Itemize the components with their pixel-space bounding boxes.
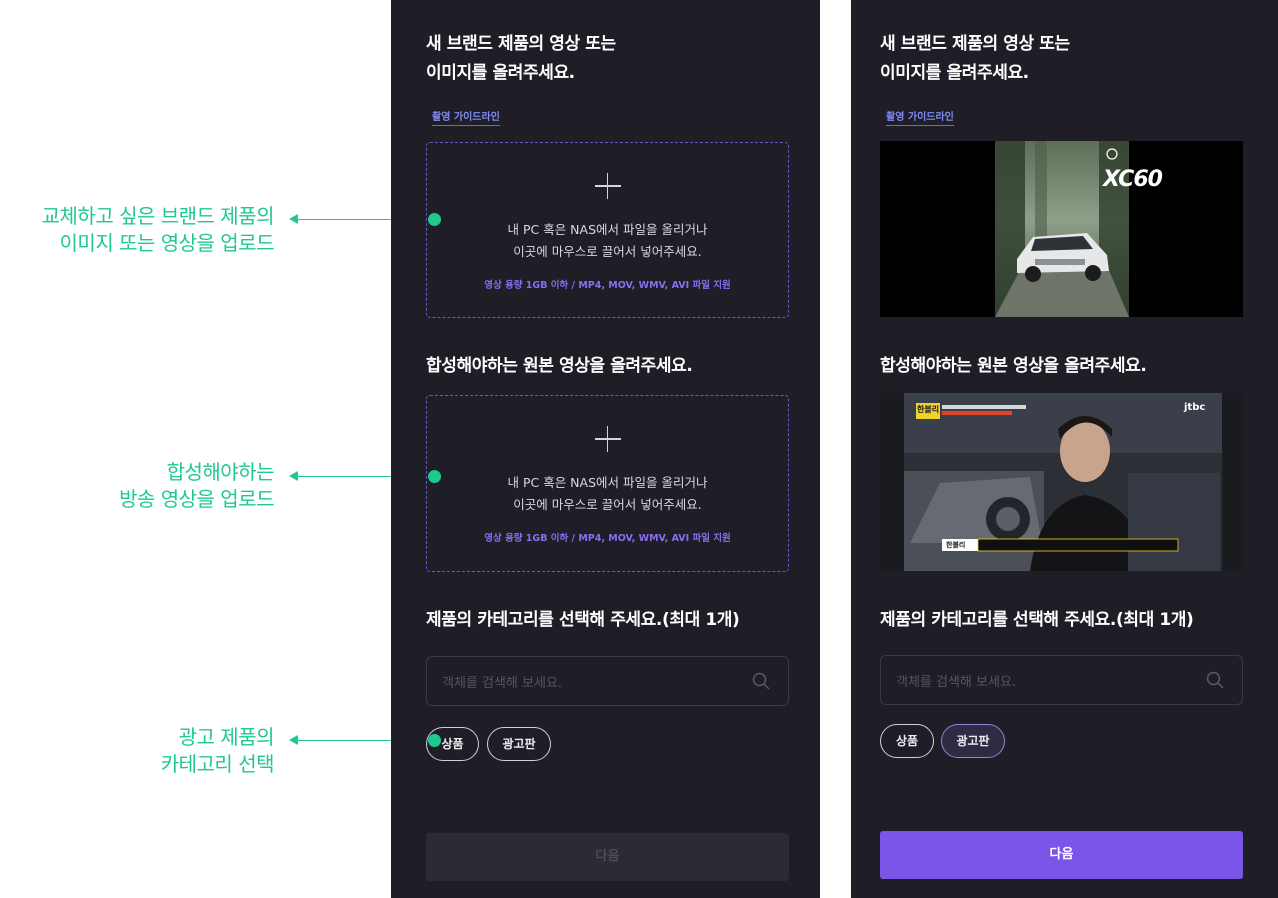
category-chip-product[interactable]: 상품: [426, 727, 479, 761]
next-button[interactable]: 다음: [426, 833, 789, 881]
car-model-overlay: XC60: [1103, 167, 1163, 192]
category-section-title: 제품의 카테고리를 선택해 주세요.(최대 1개): [880, 610, 1194, 630]
title-line: 이미지를 올려주세요.: [880, 63, 1029, 83]
search-placeholder: 객체를 검색해 보세요.: [896, 675, 1017, 690]
category-search-input[interactable]: 객체를 검색해 보세요.: [880, 655, 1243, 705]
arrow-left-icon: [289, 471, 298, 481]
annotation-line: 방송 영상을 업로드: [119, 487, 274, 511]
search-icon[interactable]: [1206, 671, 1224, 689]
annotation-category: 광고 제품의 카테고리 선택: [0, 724, 275, 778]
arrow-left-icon: [289, 214, 298, 224]
source-upload-dropzone[interactable]: 내 PC 혹은 NAS에서 파일을 올리거나 이곳에 마우스로 끌어서 넣어주세…: [426, 395, 789, 572]
upload-panel-filled: 새 브랜드 제품의 영상 또는 이미지를 올려주세요. 촬영 가이드라인: [851, 0, 1278, 898]
broadcast-show-logo: 한블리: [917, 405, 940, 414]
guideline-link[interactable]: 촬영 가이드라인: [432, 108, 500, 126]
annotation-line: 카테고리 선택: [160, 752, 275, 776]
category-chip-product[interactable]: 상품: [880, 724, 934, 758]
search-icon[interactable]: [752, 672, 770, 690]
category-section-title: 제품의 카테고리를 선택해 주세요.(최대 1개): [426, 610, 740, 630]
plus-icon: [594, 426, 621, 452]
annotation-source-upload: 합성해야하는 방송 영상을 업로드: [0, 459, 274, 513]
guideline-link[interactable]: 촬영 가이드라인: [886, 108, 954, 126]
connector-line: [296, 219, 436, 220]
upload-instruction: 이곳에 마우스로 끌어서 넣어주세요.: [513, 497, 702, 512]
plus-icon: [594, 173, 621, 199]
source-media-preview[interactable]: 한블리 jtbc 한블리: [880, 393, 1243, 571]
brand-upload-dropzone[interactable]: 내 PC 혹은 NAS에서 파일을 올리거나 이곳에 마우스로 끌어서 넣어주세…: [426, 142, 789, 318]
category-chip-billboard-selected[interactable]: 광고판: [941, 724, 1005, 758]
connector-dot: [428, 734, 441, 747]
upload-spec: 영상 용량 1GB 이하 / MP4, MOV, WMV, AVI 파일 지원: [484, 280, 731, 291]
connector-dot: [428, 213, 441, 226]
title-line: 이미지를 올려주세요.: [426, 63, 575, 83]
car-image: [995, 141, 1129, 317]
annotation-line: 이미지 또는 영상을 업로드: [59, 231, 275, 255]
category-chip-billboard[interactable]: 광고판: [487, 727, 551, 761]
category-search-input[interactable]: 객체를 검색해 보세요.: [426, 656, 789, 706]
broadcast-frame-image: [880, 393, 1243, 571]
upload-instruction: 내 PC 혹은 NAS에서 파일을 올리거나: [507, 475, 708, 490]
upload-panel-empty: 새 브랜드 제품의 영상 또는 이미지를 올려주세요. 촬영 가이드라인 내 P…: [391, 0, 820, 898]
annotation-line: 교체하고 싶은 브랜드 제품의: [41, 204, 275, 228]
upload-spec: 영상 용량 1GB 이하 / MP4, MOV, WMV, AVI 파일 지원: [484, 533, 731, 544]
arrow-left-icon: [289, 735, 298, 745]
search-placeholder: 객체를 검색해 보세요.: [442, 676, 563, 691]
brand-section-title: 새 브랜드 제품의 영상 또는 이미지를 올려주세요.: [880, 30, 1070, 88]
title-line: 새 브랜드 제품의 영상 또는: [880, 34, 1070, 54]
upload-instruction: 내 PC 혹은 NAS에서 파일을 올리거나: [507, 222, 708, 237]
brand-section-title: 새 브랜드 제품의 영상 또는 이미지를 올려주세요.: [426, 30, 616, 88]
next-button[interactable]: 다음: [880, 831, 1243, 879]
brand-media-preview[interactable]: XC60: [880, 141, 1243, 317]
annotation-line: 합성해야하는: [166, 460, 275, 484]
connector-line: [296, 476, 436, 477]
connector-line: [296, 740, 434, 741]
connector-dot: [428, 470, 441, 483]
broadcast-channel-logo: jtbc: [1184, 402, 1206, 413]
annotation-brand-upload: 교체하고 싶은 브랜드 제품의 이미지 또는 영상을 업로드: [0, 203, 275, 257]
broadcast-caption: 한블리: [946, 541, 966, 549]
upload-instruction: 이곳에 마우스로 끌어서 넣어주세요.: [513, 244, 702, 259]
source-section-title: 합성해야하는 원본 영상을 올려주세요.: [880, 356, 1147, 376]
annotation-line: 광고 제품의: [178, 725, 275, 749]
title-line: 새 브랜드 제품의 영상 또는: [426, 34, 616, 54]
source-section-title: 합성해야하는 원본 영상을 올려주세요.: [426, 356, 693, 376]
